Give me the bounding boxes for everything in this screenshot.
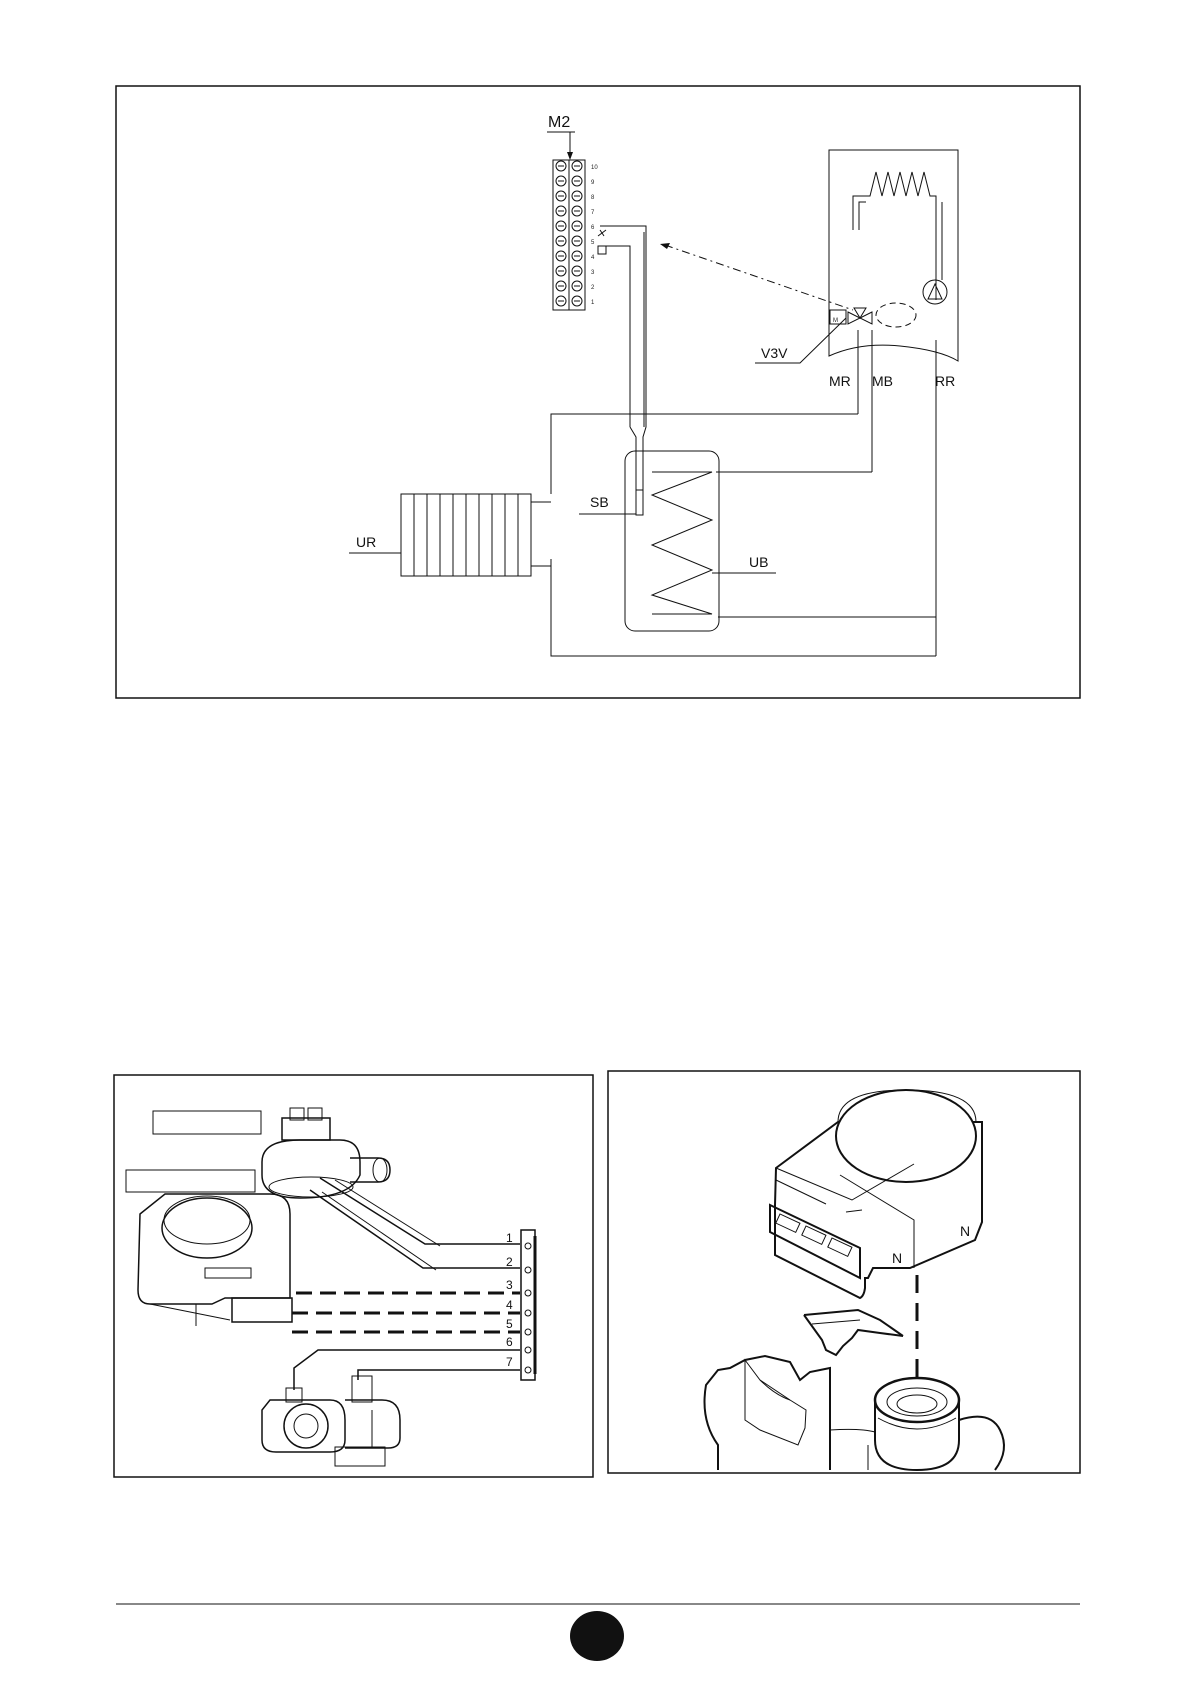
boiler-unit: M xyxy=(828,149,959,656)
terminal-screw-icon xyxy=(571,175,583,187)
label-ur: UR xyxy=(356,534,376,550)
label-box-valve-motor xyxy=(125,1169,256,1193)
label-box-pump xyxy=(334,1446,386,1467)
valve-motor-icon xyxy=(137,1193,293,1326)
storage-tank xyxy=(624,450,720,632)
wiring-diagram: 1 2 3 4 5 6 7 xyxy=(113,1074,594,1478)
label-sb: SB xyxy=(590,494,609,510)
terminal-screw-icon xyxy=(571,160,583,172)
terminal-screw-icon xyxy=(555,160,567,172)
label-box-pressure-switch xyxy=(152,1110,262,1135)
terminal-screw-icon xyxy=(555,175,567,187)
label-m2: M2 xyxy=(548,114,570,131)
radiator xyxy=(400,493,551,577)
pressure-switch-icon xyxy=(261,1107,391,1199)
valve-body-icon xyxy=(703,1354,1005,1472)
terminal-screw-icon xyxy=(571,235,583,247)
clip-mark-1: N xyxy=(892,1250,902,1266)
terminal-screw-icon xyxy=(555,190,567,202)
terminal-screw-icon xyxy=(571,250,583,262)
retaining-clip-icon xyxy=(803,1308,904,1357)
terminal-screw-icon xyxy=(555,250,567,262)
valve-actuator-icon: N N xyxy=(769,1089,983,1300)
terminal-screw-icon xyxy=(555,265,567,277)
svg-text:9: 9 xyxy=(591,180,595,186)
label-v3v: V3V xyxy=(761,345,788,361)
terminal-screw-icon xyxy=(571,220,583,232)
terminal-screw-icon xyxy=(555,220,567,232)
svg-text:6: 6 xyxy=(591,225,595,231)
terminal-screw-icon xyxy=(571,265,583,277)
pin-3: 3 xyxy=(506,1278,513,1292)
svg-text:7: 7 xyxy=(591,210,595,216)
pin-5: 5 xyxy=(506,1317,513,1331)
svg-text:4: 4 xyxy=(591,255,595,261)
svg-text:10: 10 xyxy=(591,165,598,171)
wiring-diagram-frame xyxy=(113,1074,594,1478)
svg-text:2: 2 xyxy=(591,285,595,291)
terminal-screw-icon xyxy=(555,205,567,217)
label-ub: UB xyxy=(749,554,768,570)
svg-text:3: 3 xyxy=(591,270,595,276)
svg-text:M: M xyxy=(833,318,838,324)
label-mb: MB xyxy=(872,373,893,389)
sensor-sb xyxy=(635,489,644,516)
terminal-screw-icon xyxy=(571,190,583,202)
terminal-screw-icon xyxy=(555,280,567,292)
clip-mark-2: N xyxy=(960,1223,970,1239)
pump-icon xyxy=(922,279,948,305)
terminal-screw-icon xyxy=(571,295,583,307)
svg-text:5: 5 xyxy=(591,240,595,246)
pin-7: 7 xyxy=(506,1355,513,1369)
pin-6: 6 xyxy=(506,1335,513,1349)
label-rr: RR xyxy=(935,373,955,389)
circulator-pump-icon xyxy=(261,1375,401,1453)
hydraulic-diagram: M2 10 9 8 7 6 5 4 3 2 1 xyxy=(115,85,1081,699)
terminal-screw-icon xyxy=(555,235,567,247)
pin-1: 1 xyxy=(506,1231,513,1245)
valve-detail-frame xyxy=(607,1070,1081,1474)
svg-text:1: 1 xyxy=(591,300,595,306)
three-way-valve-icon: M xyxy=(829,307,873,325)
pin-4: 4 xyxy=(506,1298,513,1312)
connector-block: 1 2 3 4 5 6 7 xyxy=(506,1229,537,1381)
page-number-badge xyxy=(570,1611,624,1661)
terminal-screw-icon xyxy=(555,295,567,307)
terminal-screw-icon xyxy=(571,280,583,292)
label-mr: MR xyxy=(829,373,851,389)
terminal-block-m2: 10 9 8 7 6 5 4 3 2 1 xyxy=(552,159,598,311)
hydraulic-diagram-frame xyxy=(115,85,1081,699)
valve-detail-diagram: N N xyxy=(607,1070,1081,1474)
terminal-screw-icon xyxy=(571,205,583,217)
svg-text:8: 8 xyxy=(591,195,595,201)
pin-2: 2 xyxy=(506,1255,513,1269)
